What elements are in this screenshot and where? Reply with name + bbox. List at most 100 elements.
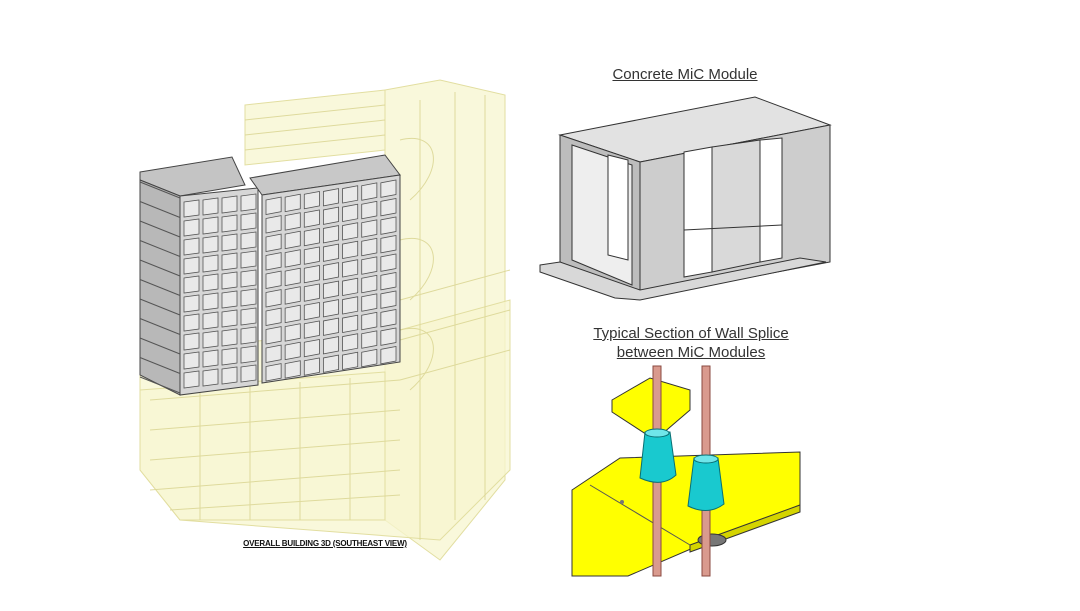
module-cell <box>183 218 200 237</box>
module-cell <box>323 188 339 207</box>
module-cell <box>202 368 219 387</box>
module-cell <box>240 288 257 307</box>
module-cell <box>380 346 397 365</box>
module-cell <box>221 309 238 328</box>
floor-line <box>139 259 181 277</box>
tower-right-module-grid <box>265 179 397 382</box>
module-cell <box>265 233 282 252</box>
floor-line <box>139 298 181 316</box>
floor-line <box>139 201 181 218</box>
module-cell <box>342 296 359 315</box>
module-caption: Concrete MiC Module <box>612 66 758 83</box>
concrete-mic-module-drawing <box>539 96 832 301</box>
module-cell <box>240 345 257 364</box>
module-cell <box>183 237 200 256</box>
module-cell <box>303 190 320 210</box>
module-cell <box>240 250 257 269</box>
module-cell <box>240 326 257 345</box>
module-cell <box>284 249 301 268</box>
module-cell <box>221 214 238 233</box>
module-cell <box>284 304 301 324</box>
module-cell <box>342 351 359 371</box>
floor-line <box>139 337 181 355</box>
module-cell <box>202 330 219 349</box>
module-cell <box>303 283 320 302</box>
splice-caption-line-1: Typical Section of Wall Splice <box>593 325 789 342</box>
module-cell <box>303 338 320 358</box>
floor-line <box>139 220 181 238</box>
module-cell <box>240 212 257 231</box>
module-cell <box>265 344 282 363</box>
module-cell <box>361 330 378 349</box>
module-cell <box>380 272 397 291</box>
module-cell <box>323 336 339 355</box>
module-cell <box>303 320 320 339</box>
splice-caption: Typical Section of Wall Splice between M… <box>560 324 822 362</box>
module-cell <box>202 311 219 330</box>
module-cell <box>183 370 200 389</box>
module-cell <box>202 235 219 254</box>
module-cell <box>361 200 378 220</box>
floor-line <box>139 181 181 199</box>
module-cell <box>361 237 378 257</box>
module-cell <box>221 328 238 347</box>
module-cell <box>183 351 200 370</box>
floor-line <box>139 376 181 394</box>
module-cell <box>202 292 219 311</box>
module-cell <box>342 259 359 278</box>
module-cell <box>342 203 359 223</box>
module-cell <box>183 199 200 218</box>
module-cell <box>303 264 320 284</box>
module-cell <box>202 216 219 235</box>
module-cell <box>221 233 238 252</box>
module-cell <box>303 357 320 376</box>
module-cell <box>361 219 378 238</box>
module-cell <box>323 354 339 373</box>
module-cell <box>284 323 301 342</box>
module-cell <box>265 270 282 289</box>
module-cell <box>202 197 219 216</box>
module-cell <box>284 360 301 379</box>
module-cell <box>323 243 339 262</box>
module-cell <box>265 289 282 308</box>
module-cell <box>380 198 397 217</box>
tower-side-floor-lines <box>139 181 181 394</box>
module-cell <box>221 347 238 366</box>
module-cell <box>361 182 378 201</box>
module-cell <box>380 309 397 328</box>
module-cell <box>303 301 320 321</box>
building-caption: OVERALL BUILDING 3D (SOUTHEAST VIEW) <box>243 539 407 548</box>
module-cell <box>183 332 200 351</box>
module-cell <box>240 231 257 250</box>
module-cell <box>284 230 301 250</box>
module-cell <box>284 267 301 287</box>
module-cell <box>361 311 378 331</box>
module-cell <box>361 348 378 368</box>
module-cell <box>323 225 339 244</box>
overall-building-drawing <box>139 79 511 561</box>
module-cell <box>221 195 238 214</box>
tower-left-module-grid <box>183 193 257 389</box>
splice-caption-line-2: between MiC Modules <box>616 344 766 361</box>
module-cell <box>240 269 257 288</box>
module-cell <box>240 364 257 383</box>
module-cell <box>221 290 238 309</box>
module-cell <box>284 193 301 213</box>
module-cell <box>284 341 301 361</box>
coupler-left <box>639 428 677 483</box>
module-cell <box>284 212 301 231</box>
floor-line <box>139 318 181 335</box>
module-cell <box>342 333 359 352</box>
module-cell <box>202 273 219 292</box>
module-cell <box>342 240 359 260</box>
module-cell <box>323 317 339 336</box>
module-cell <box>342 185 359 204</box>
coupler-right <box>687 454 725 511</box>
module-cell <box>183 256 200 275</box>
floor-line <box>139 240 181 257</box>
module-cell <box>361 256 378 275</box>
podium-lines <box>149 92 511 540</box>
module-cell <box>380 235 397 254</box>
wall-splice-drawing <box>571 365 801 577</box>
tower-left-wing <box>139 156 259 396</box>
